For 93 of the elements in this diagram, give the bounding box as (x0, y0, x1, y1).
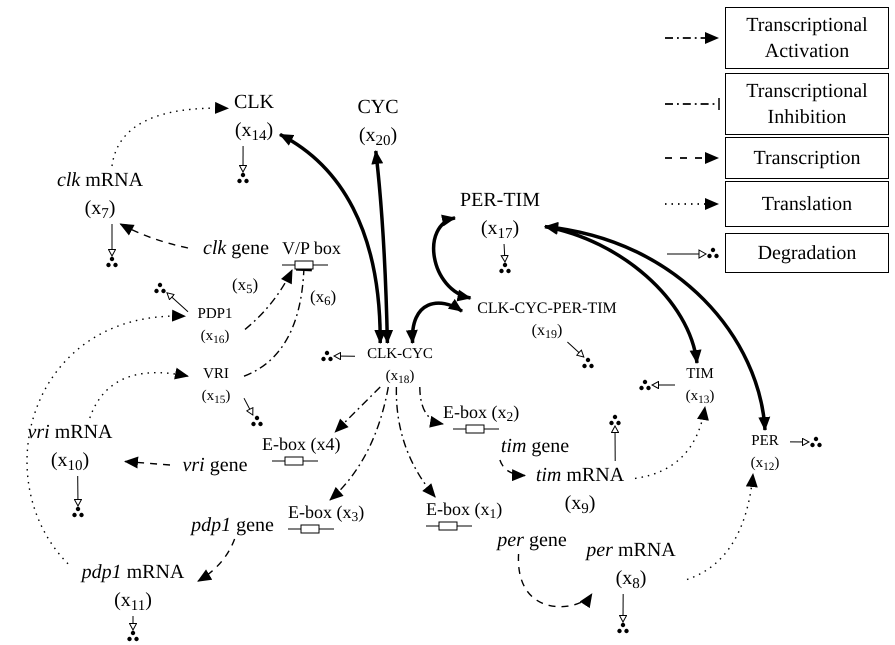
variable-label: (x$_{13}$) (686, 387, 714, 407)
binding-arrow (432, 216, 472, 300)
activation-arrow (396, 387, 436, 498)
degradation-sink-icon (581, 357, 595, 369)
degradation-sink-icon (153, 282, 167, 294)
species-label: clk mRNA (56, 168, 144, 193)
variable-label: (x$_{15}$) (202, 387, 230, 407)
transcription-arrow (124, 456, 170, 468)
species-label: tim mRNA (536, 463, 624, 488)
species-label: vri gene (182, 453, 248, 478)
variable-label: (x$_{10}$) (50, 448, 90, 474)
degradation-arrow (500, 244, 509, 262)
degradation-arrow (611, 426, 620, 462)
degradation-sink-icon (250, 415, 264, 427)
species-label: V/P box (282, 237, 341, 260)
species-label: tim gene (500, 434, 570, 459)
variable-label: (x$_{8}$) (616, 566, 646, 592)
degradation-arrow (566, 342, 584, 358)
degradation-arrow (239, 146, 248, 172)
species-label: CYC (357, 95, 399, 120)
species-label: vri mRNA (27, 420, 112, 445)
transcription-arrow (197, 538, 236, 582)
degradation-arrow (619, 594, 628, 622)
species-label: VRI (203, 365, 229, 384)
species-label: PDP1 (197, 305, 233, 324)
degradation-sink-icon (236, 172, 250, 184)
degradation-sink-icon (105, 256, 119, 268)
species-label: TIM (686, 365, 714, 384)
legend-label: Degradation (725, 233, 889, 273)
species-label: E-box (x$_{2}$) (443, 401, 520, 424)
variable-label: (x$_{19}$) (532, 321, 562, 342)
binding-arrow (406, 299, 463, 344)
degradation-arrow (74, 476, 82, 506)
variable-label: (x$_{7}$) (84, 196, 116, 222)
legend-label: Transcriptional Inhibition (725, 73, 889, 135)
species-label: pdp1 gene (191, 513, 274, 538)
degradation-sink-icon (608, 414, 622, 426)
degradation-arrow (129, 616, 137, 630)
inhibition-connector (244, 268, 313, 377)
degradation-sink-icon (320, 350, 334, 362)
degradation-arrow (790, 438, 810, 446)
translation-arrow (634, 406, 708, 480)
translation-arrow (89, 368, 189, 418)
activation-arrow (244, 269, 293, 330)
species-label: per gene (497, 528, 567, 553)
degradation-sink-icon (126, 630, 140, 642)
species-label: per mRNA (586, 538, 676, 563)
variable-label: (x$_{9}$) (564, 491, 596, 517)
degradation-sink-icon (71, 506, 85, 518)
variable-label: (x$_{12}$) (750, 454, 780, 474)
translation-arrow (686, 473, 758, 580)
species-label: PER (751, 432, 779, 451)
degradation-arrow (108, 224, 116, 256)
variable-label: (x$_{11}$) (114, 588, 152, 614)
degradation-sink-icon (809, 436, 823, 448)
legend-label: Transcriptional Activation (725, 7, 889, 69)
degradation-sink-icon (498, 262, 512, 274)
activation-arrow (334, 386, 381, 433)
variable-label: (x$_{18}$) (386, 367, 414, 387)
species-label: E-box (x4) (262, 433, 340, 456)
species-label: PER-TIM (460, 188, 540, 213)
degradation-arrow (166, 292, 188, 312)
binding-arrow (279, 132, 386, 344)
transcription-arrow (518, 554, 592, 608)
species-label: CLK (234, 90, 274, 115)
variable-label: (x$_{17}$) (480, 216, 520, 242)
binding-arrow (371, 150, 394, 344)
transcription-arrow (120, 223, 188, 249)
species-label: clk gene (202, 236, 270, 261)
variable-label: (x$_{14}$) (234, 118, 274, 144)
translation-arrow (26, 310, 186, 564)
species-label: CLK-CYC-PER-TIM (477, 299, 617, 319)
activation-arrow (329, 386, 389, 501)
edge-label: (x$_{5}$) (232, 274, 258, 296)
variable-label: (x$_{16}$) (200, 327, 230, 347)
degradation-arrow (334, 352, 356, 360)
species-label: E-box (x$_{3}$) (288, 501, 364, 524)
degradation-sink-icon (616, 622, 630, 634)
legend-label: Translation (725, 181, 889, 227)
species-label: E-box (x$_{1}$) (426, 498, 502, 521)
binding-arrow (544, 224, 700, 364)
degradation-arrow (244, 398, 254, 416)
species-label: pdp1 mRNA (82, 560, 184, 585)
degradation-arrow (652, 381, 676, 389)
translation-arrow (111, 102, 229, 166)
binding-arrow (544, 222, 770, 431)
species-label: CLK-CYC (367, 345, 433, 364)
activation-arrow (419, 386, 444, 427)
edge-label: (x$_{6}$) (310, 286, 336, 308)
variable-label: (x$_{20}$) (358, 123, 398, 149)
degradation-sink-icon (638, 379, 652, 391)
legend-label: Transcription (725, 137, 889, 179)
transcription-arrow (499, 460, 526, 481)
